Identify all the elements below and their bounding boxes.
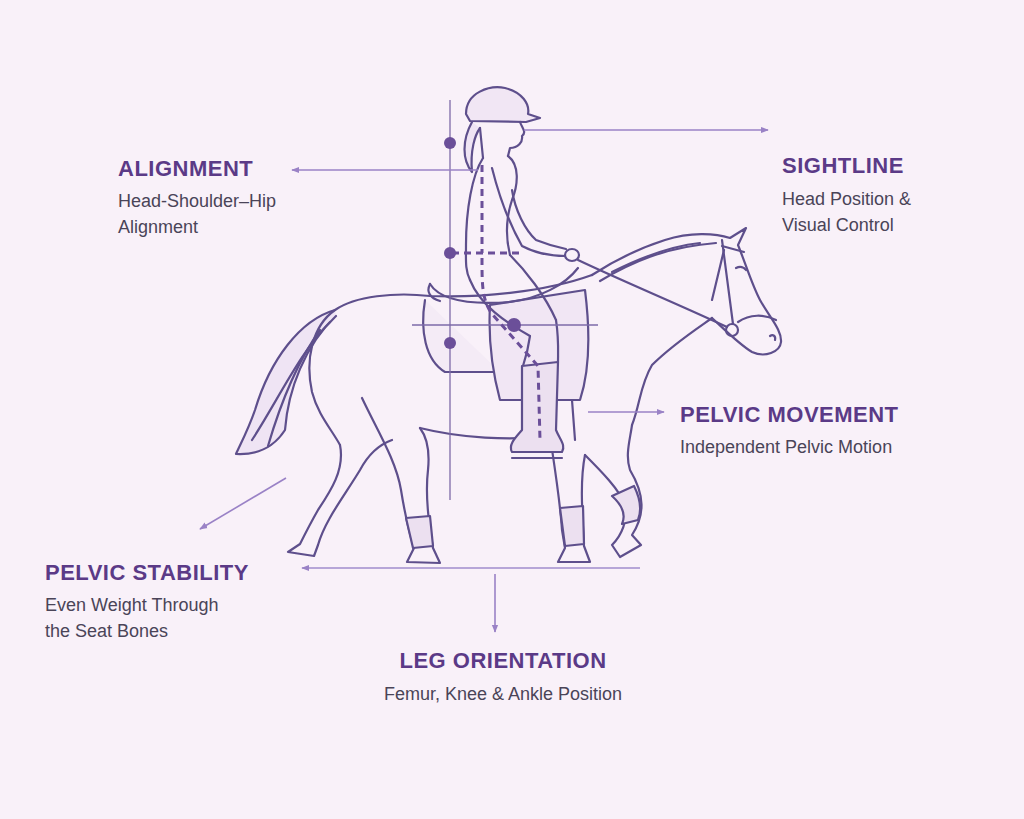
callout-heading: ALIGNMENT [118, 156, 253, 182]
callout-text: Independent Pelvic Motion [680, 434, 1000, 460]
callout-heading: SIGHTLINE [782, 153, 904, 179]
alignment-guides [412, 100, 598, 500]
saddle-figure [423, 268, 588, 440]
callout-text: Head Position & Visual Control [782, 186, 942, 238]
callout-heading: PELVIC MOVEMENT [680, 402, 899, 428]
callout-text: Even Weight Through the Seat Bones [45, 592, 235, 644]
callout-heading: LEG ORIENTATION [333, 648, 673, 674]
leader-lines [200, 130, 768, 632]
callout-text: Head-Shoulder–Hip Alignment [118, 188, 318, 240]
rider-figure [465, 87, 580, 458]
callout-heading: PELVIC STABILITY [45, 560, 249, 586]
horse-figure [236, 228, 781, 563]
callout-text: Femur, Knee & Ankle Position [333, 681, 673, 707]
ground-leader [302, 567, 640, 569]
